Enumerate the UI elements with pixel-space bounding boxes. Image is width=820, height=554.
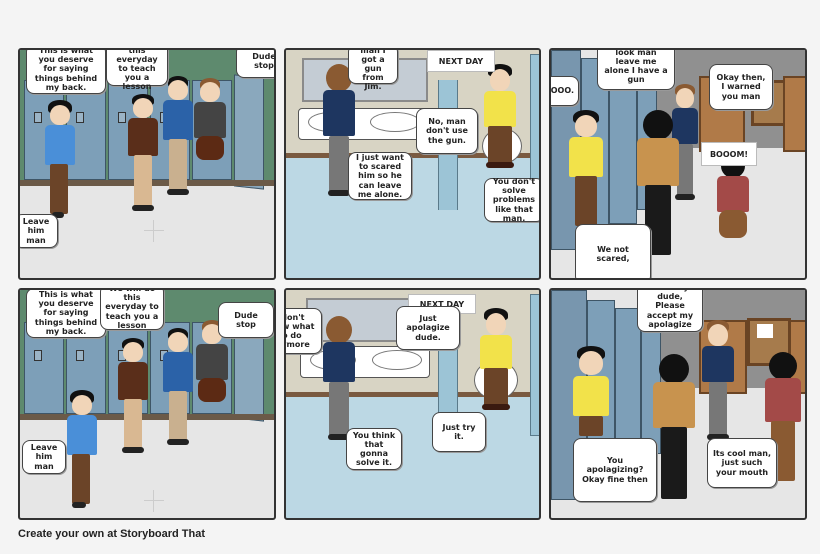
speech-bubble: No, man don't use the gun. [416,108,478,154]
speech-bubble: This is what you deserve for saying thin… [26,290,106,338]
baseboard [286,392,539,397]
stall-door-edge [530,294,539,436]
character-bully-brown [126,94,160,214]
character-tan-boy [651,354,697,514]
character-yellow-boy [478,308,514,418]
notice-paper [757,324,773,338]
locker-latch [76,112,84,123]
floor-mark [153,490,154,512]
speech-bubble: I don't know what to do anymore [286,308,322,354]
locker-latch [34,350,42,361]
locker-open-door [234,74,264,190]
character-kneeling-grey [192,78,228,168]
character-boy-at-sink [322,316,356,446]
baseboard [286,153,539,158]
speech-bubble: You don't solve problems like that man. [484,177,539,223]
speech-bubble: You apolagizing? Okay fine then [573,438,657,502]
sink-basin [372,350,422,370]
character-bully-blue [162,328,194,450]
comic-panel-1: This is what you deserve for saying thin… [18,48,276,280]
locker-latch [76,350,84,361]
speech-bubble: Just try it. [432,412,486,452]
speech-bubble: Dude stop [218,302,274,338]
floor-mark [144,500,164,501]
locker-latch [118,112,126,123]
comic-panel-4: This is what you deserve for saying thin… [18,288,276,520]
floor-mark [153,220,154,242]
floor-mark [144,230,164,231]
character-navy-boy [701,320,735,446]
speech-bubble: Im sorry dude, Please accept my apolagiz… [637,290,703,332]
comic-panel-5: NEXT DAY I don't know what to do anymore… [284,288,541,520]
comic-panel-2: NEXT DAY Look man I got a gun from Jim. … [284,48,541,280]
speech-bubble: Okay then, I warned you man [709,64,773,110]
character-bully-brown [116,338,150,458]
character-yellow-boy [571,346,611,446]
storyboard-that-credit[interactable]: Create your own at Storyboard That [18,528,206,540]
baseboard [20,414,274,420]
speech-bubble: You think that gonna solve it. [346,428,402,470]
speech-bubble: Its cool man, just such your mouth [707,438,777,488]
speech-bubble: This is what you deserve for saying thin… [26,50,106,94]
locker [609,64,637,224]
character-victim [42,100,78,230]
door [783,76,805,152]
stall-pillar [438,340,458,416]
caption-next-day: NEXT DAY [427,50,495,72]
speech-bubble: Leave him man [20,214,58,248]
speech-bubble: Dude stop [236,50,274,78]
speech-bubble: I just want to scared him so he can leav… [348,152,412,200]
comic-panel-6: Im sorry dude, Please accept my apolagiz… [549,288,807,520]
speech-bubble: NOOOO. [551,76,579,106]
locker-latch [34,112,42,123]
comic-panel-3: NOOOO. look man leave me alone I have a … [549,48,807,280]
character-boy-at-sink [322,64,356,204]
character-bully-blue [162,76,194,198]
character-kneeling-grey [194,320,230,410]
character-kneeling-red [715,154,751,244]
speech-bubble: We will do this everyday to teach you a … [106,50,168,91]
speech-bubble: Just apolagize dude. [396,306,460,350]
speech-bubble: look man leave me alone I have a gun [597,50,675,90]
speech-bubble: We will do this everyday to teach you a … [100,290,164,330]
stall-door-edge [530,54,539,186]
sound-effect-booom: BOOOM! [701,142,757,166]
character-victim [64,390,100,518]
speech-bubble: Leave him man [22,440,66,474]
sink-basin [370,112,420,132]
character-yellow-boy [482,64,518,174]
character-yellow-boy [567,110,605,230]
speech-bubble: We not scared, [575,224,651,278]
speech-bubble: Look man I got a gun from Jim. [348,50,398,91]
